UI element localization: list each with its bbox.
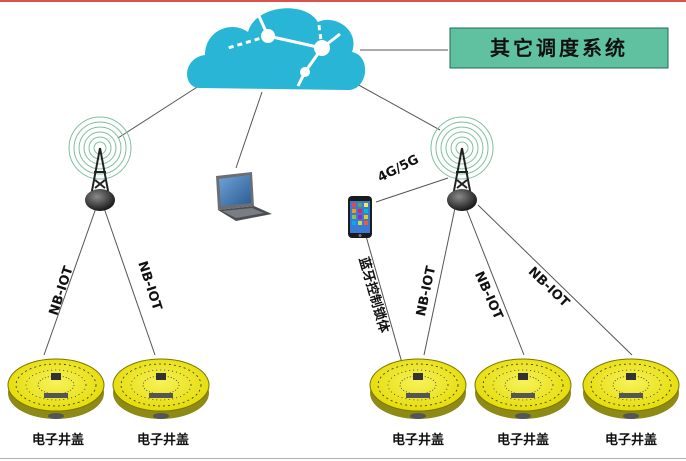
cover-label-4: 电子井盖 [497,432,549,448]
link-label-right-c: NB-IOT [525,264,572,310]
right-tower-to-cover3-line [423,207,456,356]
right-tower-to-cover4-line [465,207,525,356]
laptop-icon [216,172,272,221]
link-label-phone: 4G/5G [375,152,421,185]
cover-label-5: 电子井盖 [605,432,657,448]
manhole-cover-icon [474,358,572,419]
cloud-icon [187,8,366,90]
left-cell-tower-icon [68,116,132,211]
cover-label-1: 电子井盖 [32,432,84,448]
right-cell-tower-icon [430,116,494,211]
left-tower-to-cover2-line [103,207,156,356]
smartphone-icon [348,196,372,238]
top-rule [0,0,686,2]
phone-to-cover3-line [365,235,405,371]
link-label-left-a: NB-IOT [47,264,77,317]
right-tower-to-phone-line [375,177,449,203]
left-tower-to-cover1-line [43,207,97,356]
cover-label-3: 电子井盖 [392,432,444,448]
dispatch-system-label: 其它调度系统 [490,36,628,60]
right-tower-to-cover5-line [477,204,633,356]
cover-label-2: 电子井盖 [137,432,189,448]
manhole-cover-icon [7,358,105,419]
link-label-right-a: NB-IOT [414,265,439,318]
cloud-to-left-tower-line [117,81,206,139]
link-label-left-b: NB-IOT [134,259,164,312]
link-label-bluetooth: 蓝牙控制锁体 [355,255,392,335]
cloud-to-laptop-line [235,91,263,169]
cloud-to-right-tower-line [345,77,441,131]
manhole-cover-icon [369,358,467,419]
manhole-covers [7,358,680,419]
manhole-cover-icon [582,358,680,419]
dispatch-system-box: 其它调度系统 [449,27,669,69]
manhole-cover-icon [112,358,210,419]
connection-lines [43,49,633,371]
bottom-rule [0,458,686,459]
